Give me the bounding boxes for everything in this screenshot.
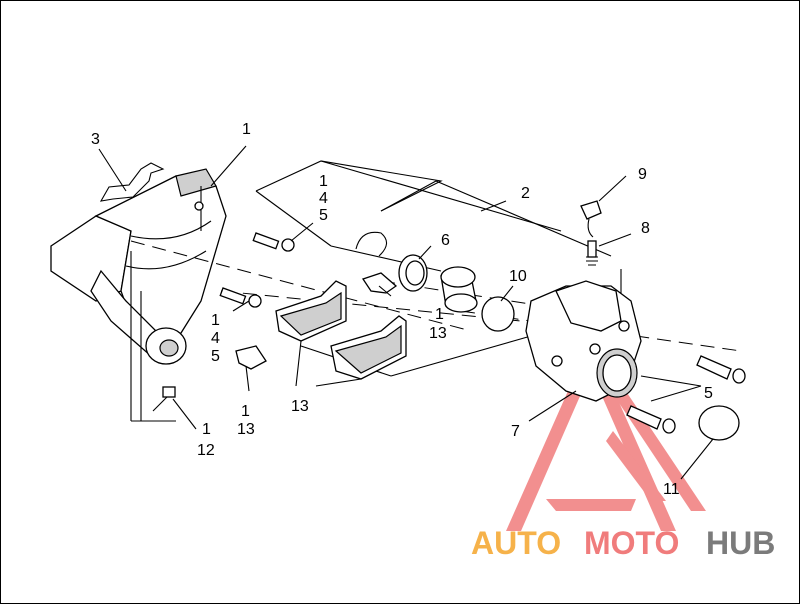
callout-8: 8 <box>641 220 650 237</box>
callout-5-upper: 5 <box>319 207 328 224</box>
callout-4-lower: 4 <box>211 330 220 347</box>
bleeder-valve <box>586 240 598 266</box>
callout-9: 9 <box>638 166 647 183</box>
callout-2: 2 <box>521 185 530 202</box>
callout-labels: 1 3 1 4 5 2 9 6 8 10 1 13 1 4 5 1 13 13 … <box>91 121 713 498</box>
brake-pad-inner <box>330 315 407 380</box>
callout-4-upper: 4 <box>319 190 328 207</box>
caliper-bracket <box>50 168 227 365</box>
callout-5-bolts: 5 <box>704 385 713 402</box>
retaining-ring <box>355 231 388 257</box>
callout-5-lower: 5 <box>211 348 220 365</box>
callout-1-lower: 1 <box>211 312 220 329</box>
bolt-lower <box>219 287 262 308</box>
bleeder-cap <box>580 200 602 238</box>
watermark-hub: HUB <box>706 525 775 561</box>
callout-1-clip: 1 <box>435 306 444 323</box>
callout-13-clip: 13 <box>429 325 447 342</box>
callout-7: 7 <box>511 423 520 440</box>
pad-clip-lower <box>235 345 267 370</box>
callout-1-bleeder: 1 <box>202 421 211 438</box>
watermark-moto: MOTO <box>584 525 679 561</box>
callout-12: 12 <box>197 442 215 459</box>
bolt-upper <box>252 232 295 252</box>
watermark-auto: AUTO <box>471 525 561 561</box>
watermark-text: AUTO MOTO HUB <box>471 525 775 561</box>
caliper-bolt-upper <box>696 355 746 384</box>
o-ring <box>481 296 515 332</box>
bleeder-screw <box>152 386 176 412</box>
callout-10: 10 <box>509 268 527 285</box>
callout-13-pads: 13 <box>291 398 309 415</box>
caliper-bolt-lower <box>626 405 676 434</box>
callout-leaders <box>98 145 714 480</box>
callout-3: 3 <box>91 131 100 148</box>
caliper-plug <box>698 405 740 441</box>
callout-13-pad-clip: 13 <box>237 421 255 438</box>
callout-1-bracket: 1 <box>242 121 251 138</box>
callout-1-pad-clip: 1 <box>241 403 250 420</box>
pad-clip-upper <box>361 272 398 294</box>
brake-pad-outer <box>275 280 347 342</box>
piston <box>440 266 478 313</box>
caliper-body <box>525 280 642 402</box>
callout-6: 6 <box>441 232 450 249</box>
piston-seal <box>398 254 428 292</box>
callout-11: 11 <box>663 481 680 498</box>
callout-1-upper: 1 <box>319 173 328 190</box>
